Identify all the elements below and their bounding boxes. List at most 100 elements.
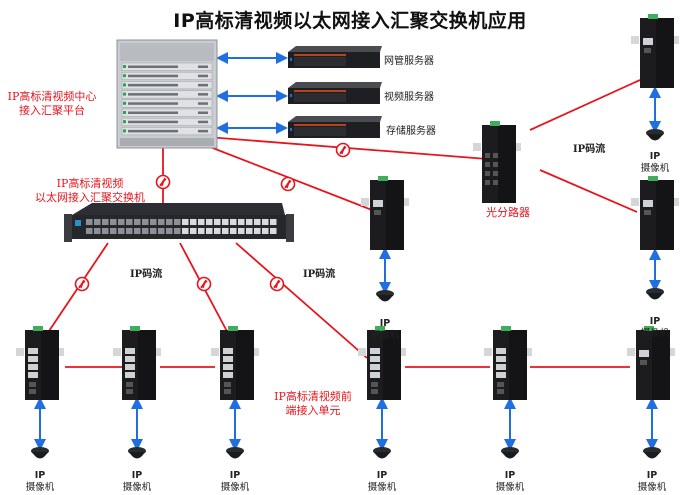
rj45-port	[496, 364, 506, 370]
status-led	[290, 128, 292, 131]
status-led	[123, 111, 126, 114]
fiber-link-icon	[74, 276, 90, 292]
dome-camera-icon	[646, 129, 664, 141]
drive-bays	[294, 57, 346, 66]
label-line: 接入汇聚平台	[19, 104, 85, 117]
label-line: IP高标清视频中心	[7, 90, 97, 103]
switch-port	[182, 228, 189, 234]
camera-dome	[644, 452, 660, 459]
port-row	[128, 83, 178, 87]
switch-port	[86, 228, 93, 234]
port-row	[198, 74, 208, 78]
port-row	[128, 74, 178, 78]
camera-label-line1: IP	[649, 316, 661, 327]
status-led	[123, 74, 126, 78]
switch-port	[142, 228, 149, 234]
switch-port	[270, 219, 277, 225]
dome-camera-icon	[31, 447, 49, 459]
camera-dome	[502, 452, 518, 459]
dome-camera-icon	[128, 447, 146, 459]
front-access-unit-label: IP高标清视频前 端接入单元	[268, 390, 358, 418]
industrial-switch	[484, 326, 532, 400]
ip-stream-label: IP码流	[573, 144, 606, 155]
fiber-port	[640, 360, 647, 365]
server-top	[288, 82, 382, 88]
switch-port	[174, 219, 181, 225]
camera-dome	[374, 452, 390, 459]
rj45-port	[28, 372, 38, 378]
switch-port	[246, 228, 253, 234]
rj45-port	[125, 356, 135, 362]
heat-sink	[509, 330, 527, 400]
drive-bays	[294, 127, 346, 136]
rj45-port	[223, 356, 233, 362]
terminal-block	[375, 326, 385, 331]
rj45-port	[370, 348, 380, 354]
rj45-port	[496, 372, 506, 378]
camera-label-line2: 摄像机	[637, 482, 667, 493]
switch-port	[246, 219, 253, 225]
fiber-port	[224, 389, 231, 394]
industrial-switch	[631, 176, 679, 250]
switch-port	[150, 228, 157, 234]
port-row	[128, 93, 178, 96]
switch-port	[238, 219, 245, 225]
rack-server	[288, 46, 382, 68]
switch-port	[102, 219, 109, 225]
switch-port	[126, 228, 133, 234]
fiber-port	[485, 171, 490, 176]
status-led	[123, 101, 126, 105]
din-rail	[631, 198, 639, 206]
heat-sink	[656, 180, 674, 250]
camera-dome	[227, 452, 243, 459]
rj45-port	[28, 356, 38, 362]
dome-camera-icon	[501, 447, 519, 459]
switch-port	[190, 228, 197, 234]
fiber-port	[493, 180, 498, 185]
fiber-port	[29, 382, 36, 387]
dome-camera-icon	[646, 288, 664, 300]
switch-port	[198, 219, 205, 225]
rj45-port	[496, 348, 506, 354]
terminal-block	[501, 326, 511, 331]
drive-bay-strip	[294, 90, 346, 92]
link-splitter-to-midright	[539, 169, 638, 213]
rack-server	[288, 82, 382, 104]
fiber-link-icon	[269, 276, 285, 292]
rj45-port	[125, 364, 135, 370]
port-row	[198, 102, 208, 105]
camera-dome	[32, 452, 48, 459]
server-label-nms: 网管服务器	[384, 56, 434, 67]
din-rail	[113, 348, 121, 356]
fiber-port	[371, 382, 378, 387]
fiber-link-icon	[335, 142, 351, 158]
switch-port	[214, 228, 221, 234]
dome-camera-icon	[226, 447, 244, 459]
din-rail	[211, 348, 219, 356]
switch-port	[238, 228, 245, 234]
port-row	[128, 129, 178, 133]
switch-port	[86, 219, 93, 225]
status-led	[123, 120, 126, 124]
port-row	[198, 120, 208, 124]
ip-stream-label: IP码流	[130, 269, 163, 280]
switch-port	[222, 228, 229, 234]
port-row	[128, 111, 178, 114]
switch-port	[206, 228, 213, 234]
fiber-port	[485, 162, 490, 167]
din-rail	[627, 348, 635, 356]
page-title: IP高标清视频以太网接入汇聚交换机应用	[173, 10, 527, 32]
fiber-port	[371, 389, 378, 394]
camera-label-line1: IP	[379, 318, 391, 329]
switch-port	[230, 228, 237, 234]
fiber-link-icon	[155, 174, 171, 190]
fiber-port	[126, 382, 133, 387]
switch-port	[134, 228, 141, 234]
din-rail	[671, 198, 679, 206]
aggregation-switch	[64, 203, 294, 242]
heat-sink	[386, 180, 404, 250]
industrial-switch	[358, 326, 406, 400]
